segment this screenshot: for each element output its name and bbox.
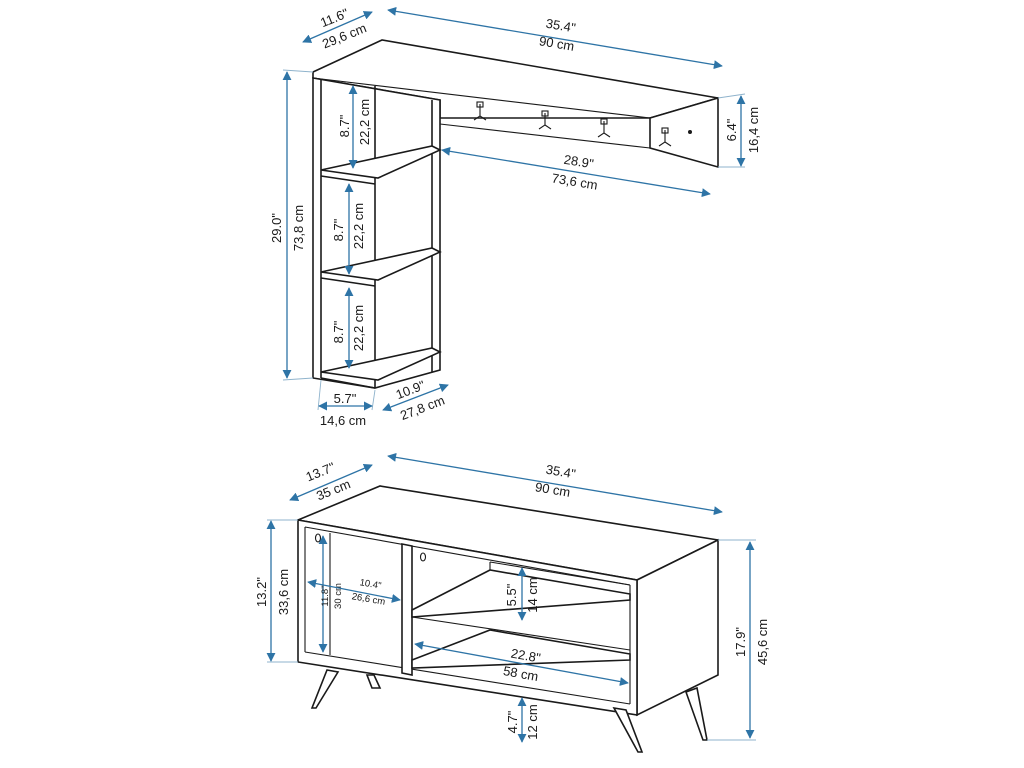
left-bay-width-in: 10.4"	[359, 577, 382, 592]
cabinet-height-cm: 33,6 cm	[276, 569, 291, 615]
cabinet-dimensions: 13.7" 35 cm 35.4" 90 cm 13.2" 33,6 cm 11…	[254, 452, 770, 743]
shelf-width-cm: 90 cm	[538, 33, 575, 54]
cabinet-depth-in: 13.7"	[304, 459, 338, 484]
left-bay-height-in: 11.8"	[320, 585, 331, 606]
cabinet-leg	[684, 686, 708, 741]
cabinet-width-in: 35.4"	[545, 462, 577, 482]
compartment-2-in: 8.7"	[331, 218, 346, 241]
right-bay-width-in: 22.8"	[510, 646, 542, 666]
cabinet-height-in: 13.2"	[254, 577, 269, 607]
leg-height-in: 4.7"	[505, 710, 520, 733]
cabinet-leg	[612, 706, 644, 753]
cabinet-total-height-cm: 45,6 cm	[755, 619, 770, 665]
base-width-cm: 14,6 cm	[320, 413, 366, 428]
tower-bottom-shelf	[320, 347, 442, 381]
cabinet-total-height-in: 17.9"	[733, 627, 748, 657]
shelf-height-cm: 73,8 cm	[291, 205, 306, 251]
compartment-2-cm: 22,2 cm	[351, 203, 366, 249]
cabinet-leg	[365, 674, 382, 689]
compartment-1-cm: 22,2 cm	[357, 99, 372, 145]
wall-shelf-unit	[312, 39, 719, 389]
hook-rail-length-cm: 73,6 cm	[551, 170, 599, 192]
compartment-1-in: 8.7"	[337, 114, 352, 137]
coat-hook	[538, 110, 552, 130]
coat-hook	[658, 127, 672, 147]
leg-height-cm: 12 cm	[525, 704, 540, 739]
compartment-3-cm: 22,2 cm	[351, 305, 366, 351]
coat-hook	[473, 101, 487, 121]
cabinet-divider	[401, 543, 413, 676]
upper-shelf-height-cm: 14 cm	[525, 577, 540, 612]
shelf-width-in: 35.4"	[545, 16, 577, 36]
coat-hook	[597, 118, 611, 138]
right-bay-width-cm: 58 cm	[502, 663, 539, 684]
panel-height-cm: 16,4 cm	[746, 107, 761, 153]
cabinet-leg	[310, 669, 340, 709]
tower-shelf	[320, 145, 442, 179]
hook-rail-length-in: 28.9"	[563, 152, 595, 172]
shelf-height-in: 29.0"	[269, 213, 284, 243]
compartment-3-in: 8.7"	[331, 320, 346, 343]
upper-shelf-height-in: 5.5"	[504, 583, 519, 606]
base-width-in: 5.7"	[334, 391, 357, 406]
cabinet-width-cm: 90 cm	[534, 479, 571, 500]
panel-height-in: 6.4"	[724, 118, 739, 141]
